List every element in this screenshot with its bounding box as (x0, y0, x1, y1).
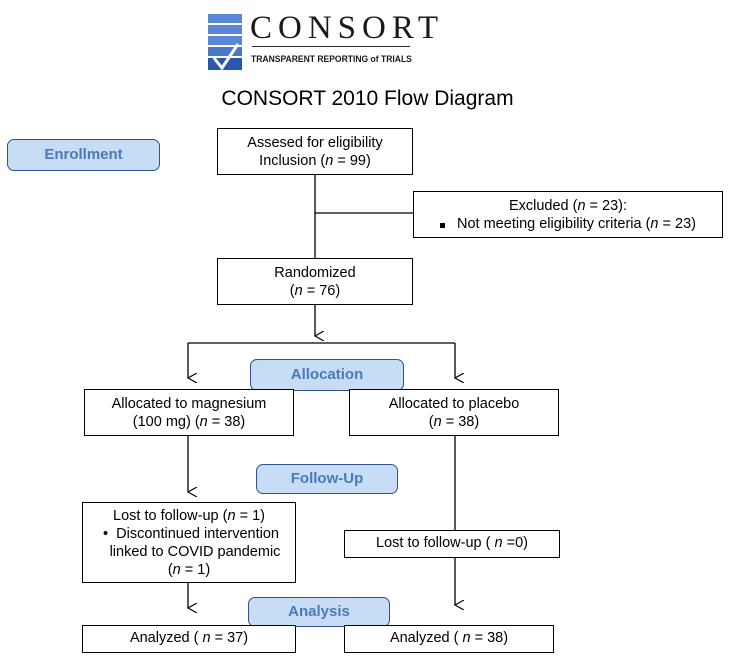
lost-followup-placebo-box: Lost to follow-up ( n =0) (344, 530, 560, 558)
excluded-heading: Excluded (n = 23): (508, 198, 628, 214)
allocated-placebo-count: (n = 38) (428, 414, 480, 430)
eligibility-box: Assesed for eligibility Inclusion (n = 9… (217, 128, 413, 175)
stage-allocation: Allocation (250, 359, 404, 391)
lost-followup-magnesium-count: (n = 1) (167, 562, 211, 578)
allocated-magnesium-heading: Allocated to magnesium (111, 396, 267, 412)
randomized-count: (n = 76) (289, 283, 341, 299)
lost-followup-magnesium-reason-1: •Discontinued intervention (103, 526, 279, 542)
stage-analysis-label: Analysis (288, 603, 350, 620)
bullet-icon: • (103, 526, 109, 542)
allocated-placebo-heading: Allocated to placebo (388, 396, 520, 412)
stage-follow-up: Follow-Up (256, 464, 398, 494)
stage-allocation-label: Allocation (290, 366, 364, 383)
lost-followup-magnesium-heading: Lost to follow-up (n = 1) (113, 508, 265, 524)
analyzed-magnesium-text: Analyzed ( n = 37) (129, 630, 249, 646)
excluded-box: Excluded (n = 23): Not meeting eligibili… (413, 191, 723, 238)
analyzed-magnesium-box: Analyzed ( n = 37) (82, 625, 296, 653)
consort-logo-mark (208, 14, 242, 70)
consort-logo-tagline: TRANSPARENT REPORTING of TRIALS (251, 54, 412, 64)
analyzed-placebo-text: Analyzed ( n = 38) (389, 630, 509, 646)
lost-followup-placebo-text: Lost to follow-up ( n =0) (376, 535, 528, 551)
allocated-magnesium-box: Allocated to magnesium (100 mg) (n = 38) (84, 389, 294, 436)
allocated-placebo-box: Allocated to placebo (n = 38) (349, 389, 559, 436)
allocated-magnesium-count: (100 mg) (n = 38) (132, 414, 246, 430)
diagram-title: CONSORT 2010 Flow Diagram (221, 87, 514, 110)
randomized-heading: Randomized (274, 265, 356, 281)
logo-divider (252, 46, 410, 47)
stage-follow-up-label: Follow-Up (290, 470, 364, 487)
randomized-box: Randomized (n = 76) (217, 258, 413, 305)
eligibility-heading: Assesed for eligibility (247, 135, 383, 151)
stage-enrollment: Enrollment (7, 139, 160, 171)
analyzed-placebo-box: Analyzed ( n = 38) (344, 625, 554, 653)
excluded-reason: Not meeting eligibility criteria (n = 23… (414, 215, 722, 233)
square-bullet-icon (440, 223, 446, 228)
stage-analysis: Analysis (248, 597, 390, 627)
consort-logo-word: CONSORT (250, 10, 445, 46)
lost-followup-magnesium-reason-2: linked to COVID pandemic (109, 544, 281, 560)
lost-followup-magnesium-box: Lost to follow-up (n = 1) •Discontinued … (82, 502, 296, 583)
eligibility-inclusion: Inclusion (n = 99) (259, 153, 371, 169)
stage-enrollment-label: Enrollment (44, 146, 123, 163)
